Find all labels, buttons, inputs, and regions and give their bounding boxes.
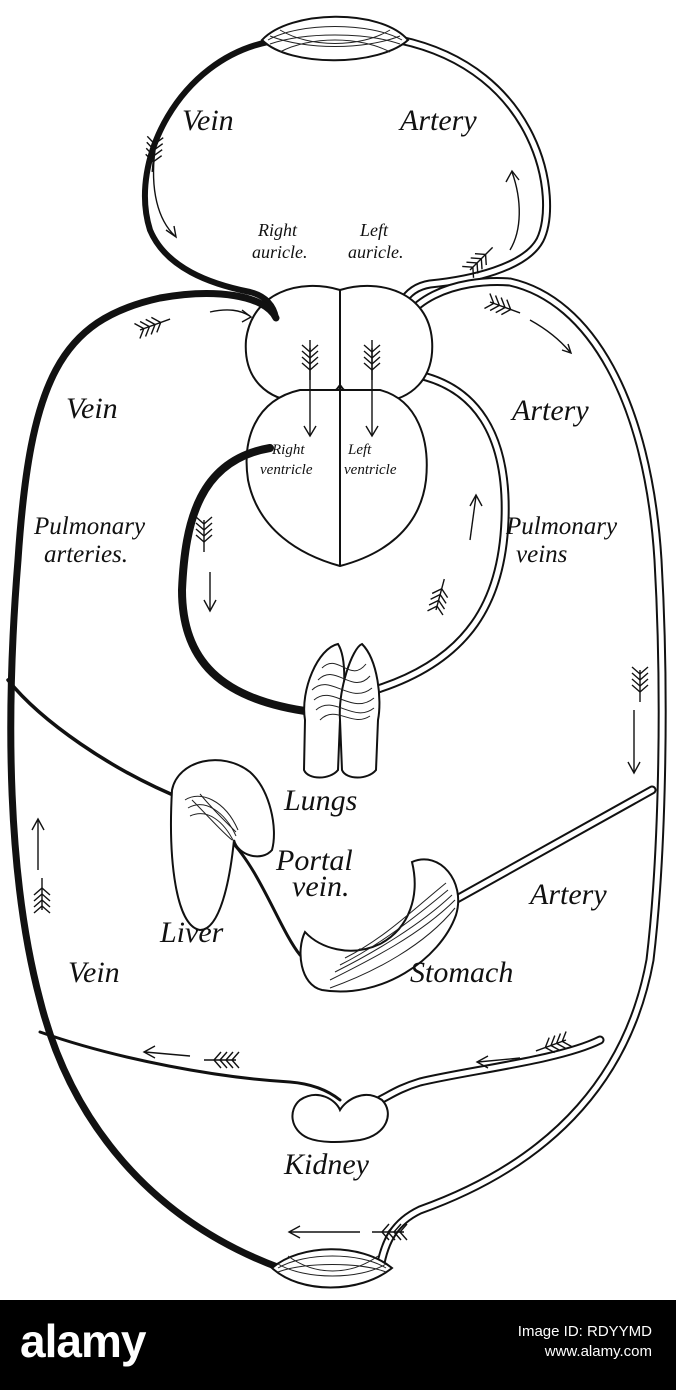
left-ventricle-label-2: ventricle xyxy=(344,462,397,478)
site-url-text: www.alamy.com xyxy=(544,1343,652,1360)
kidney-vein xyxy=(38,1030,342,1102)
pulmonary-artery-vessel xyxy=(178,444,316,716)
pulmonary-veins-label-2: veins xyxy=(516,541,567,568)
left-ventricle-label: Left xyxy=(347,442,372,458)
flow-arrows xyxy=(31,135,649,1241)
right-ventricle-label-2: ventricle xyxy=(260,462,313,478)
artery-head-loop xyxy=(390,35,552,350)
circulation-diagram: Vein Artery Right auricle. Left auricle.… xyxy=(6,15,667,1289)
vena-cava xyxy=(7,290,284,1272)
vein-vessels xyxy=(6,39,362,1272)
artery-vessels xyxy=(370,35,667,1273)
artery-aorta-body xyxy=(375,277,667,1273)
image-id-text: Image ID: RDYYMD xyxy=(517,1323,652,1340)
labels: Vein Artery Right auricle. Left auricle.… xyxy=(33,104,618,1181)
right-ventricle-label: Right xyxy=(271,442,305,458)
pulmonary-veins-label: Pulmonary xyxy=(505,513,618,540)
kidney-organ xyxy=(291,1094,389,1144)
lungs-label: Lungs xyxy=(283,784,357,817)
stomach-artery-vessel xyxy=(450,785,657,905)
artery-mid-label: Artery xyxy=(510,394,589,427)
right-auricle-label: Right xyxy=(257,220,298,240)
pulmonary-vein-vessel xyxy=(370,367,510,695)
right-auricle-label-2: auricle. xyxy=(252,242,308,262)
kidney-label: Kidney xyxy=(283,1148,370,1181)
kidney-artery-vessel xyxy=(375,1035,605,1105)
stomach-label: Stomach xyxy=(410,956,513,989)
left-auricle-label-2: auricle. xyxy=(348,242,404,262)
artery-low-label: Artery xyxy=(528,878,607,911)
portal-vein-label: Portal xyxy=(275,844,353,877)
ventricles-chamber xyxy=(245,389,428,568)
portal-vein-label-2: vein. xyxy=(292,870,349,903)
vein-top-label: Vein xyxy=(182,104,234,137)
lungs-organ xyxy=(302,642,381,779)
pulmonary-arteries-label: Pulmonary xyxy=(33,513,146,540)
heart xyxy=(244,285,434,568)
liver-label: Liver xyxy=(159,916,224,949)
liver-organ xyxy=(170,759,275,932)
watermark-banner: alamy Image ID: RDYYMD www.alamy.com xyxy=(0,1300,676,1390)
head-vein xyxy=(142,39,279,321)
image-id-block: Image ID: RDYYMD www.alamy.com xyxy=(518,1322,652,1362)
pulmonary-arteries-label-2: arteries. xyxy=(44,541,128,568)
stomach-organ xyxy=(299,858,460,993)
artery-top-label: Artery xyxy=(398,104,477,137)
alamy-logo: alamy xyxy=(20,1315,146,1367)
hepatic-vein xyxy=(6,678,187,802)
vein-low-label: Vein xyxy=(68,956,120,989)
head-capillary-bed xyxy=(260,15,410,62)
vein-mid-label: Vein xyxy=(66,392,118,425)
left-auricle-label: Left xyxy=(359,220,389,240)
lower-capillary-bed xyxy=(270,1248,394,1289)
